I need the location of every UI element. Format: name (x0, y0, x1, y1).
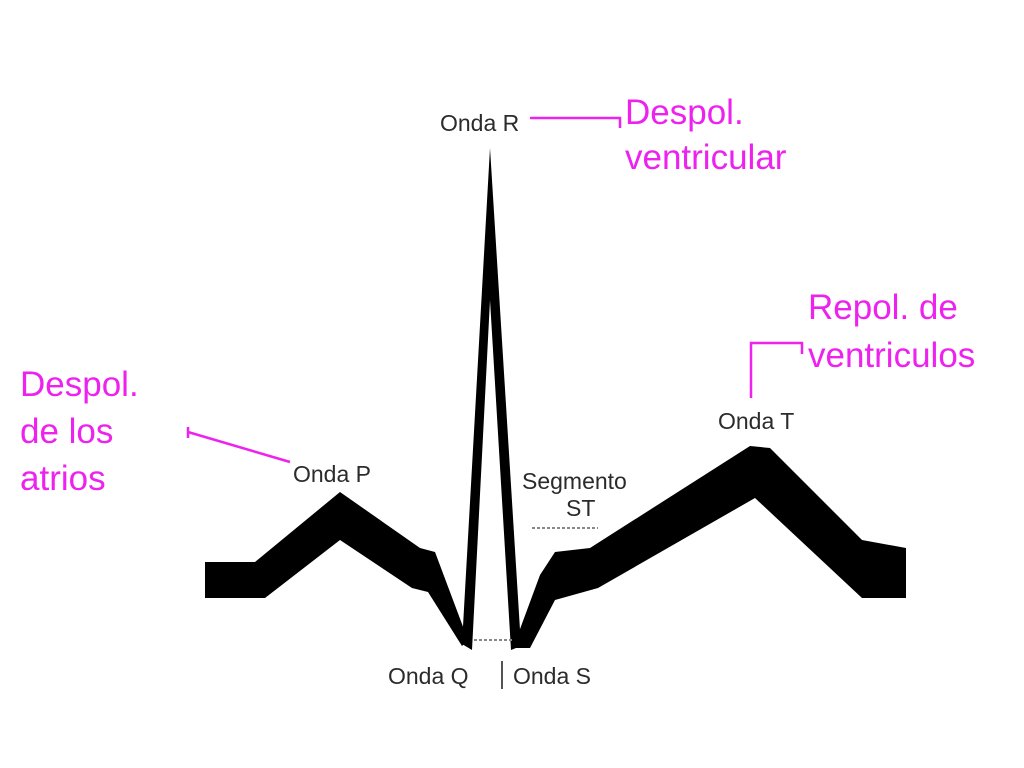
segmento-label: Segmento (522, 468, 627, 494)
annotation-atrial-depol: Despol. de los atrios (20, 365, 139, 498)
annotation-line: Despol. (20, 365, 139, 404)
annotation-ventricular-depol: Despol. ventricular (625, 93, 787, 177)
qrs-complex (462, 148, 521, 650)
arrow-onda-p (186, 427, 291, 464)
arrow-onda-t (749, 341, 804, 398)
onda-t-label: Onda T (718, 408, 794, 434)
annotation-ventricular-repol: Repol. de ventriculos (808, 288, 975, 375)
st-label: ST (566, 495, 595, 521)
annotation-line: Despol. (625, 93, 744, 132)
st-t-wave-band (513, 446, 906, 648)
p-wave-band (205, 492, 468, 646)
onda-q-label: Onda Q (388, 663, 469, 689)
arrow-onda-r (530, 116, 622, 128)
annotation-line: atrios (20, 459, 106, 498)
onda-r-label: Onda R (440, 110, 519, 136)
onda-s-label: Onda S (513, 663, 591, 689)
annotation-line: ventricular (625, 138, 787, 177)
annotation-connectors (186, 116, 804, 464)
annotation-line: ventriculos (808, 336, 975, 375)
ecg-waveform (205, 148, 906, 650)
onda-p-label: Onda P (293, 461, 371, 487)
annotation-line: Repol. de (808, 288, 958, 327)
annotation-line: de los (20, 412, 113, 451)
